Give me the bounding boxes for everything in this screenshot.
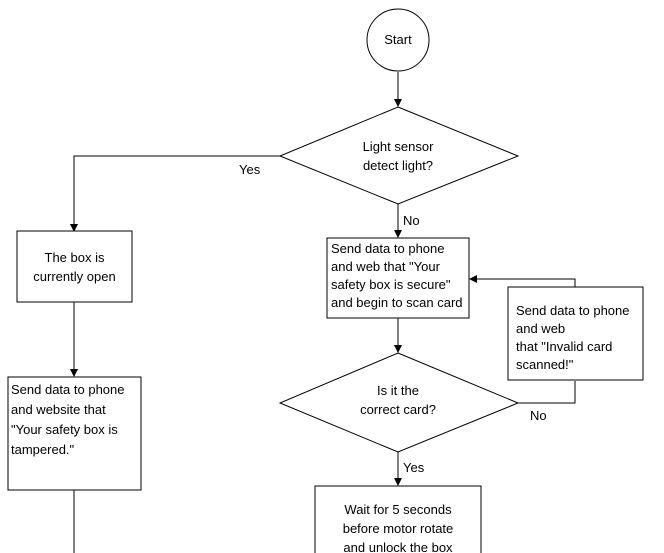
process-send-invalid: Send data to phone and web that "Invalid… [507, 286, 644, 381]
wait-unlock-line2: before motor rotate [343, 521, 454, 536]
process-wait-unlock: Wait for 5 seconds before motor rotate a… [314, 485, 482, 553]
send-invalid-line2: and web [516, 321, 565, 336]
process-send-tampered: Send data to phone and website that "You… [7, 376, 142, 491]
send-secure-line1: Send data to phone [331, 241, 445, 256]
box-open-line2: currently open [33, 269, 115, 284]
send-invalid-line4: scanned!" [516, 357, 574, 372]
wait-unlock-line3: and unlock the box [343, 540, 453, 553]
send-tampered-line4: tampered." [11, 442, 75, 457]
send-tampered-line1: Send data to phone [11, 382, 125, 397]
process-box-open: The box is currently open [16, 230, 133, 303]
decision-light-line1: Light sensor [363, 139, 434, 154]
edge-label-yes-card: Yes [403, 460, 425, 475]
send-secure-line4: and begin to scan card [331, 295, 463, 310]
decision-light-line2: detect light? [363, 158, 433, 173]
send-invalid-line1: Send data to phone [516, 303, 630, 318]
send-secure-line3: safety box is secure" [331, 277, 451, 292]
edge-label-no-card: No [530, 408, 547, 423]
send-tampered-line3: "Your safety box is [11, 422, 118, 437]
box-open-line1: The box is [45, 250, 105, 265]
decision-card-line2: correct card? [360, 402, 436, 417]
process-send-secure: Send data to phone and web that "Your sa… [326, 237, 470, 319]
decision-correct-card: Is it the correct card? [278, 352, 520, 453]
decision-light-sensor: Light sensor detect light? [278, 106, 520, 205]
wait-unlock-line1: Wait for 5 seconds [344, 502, 452, 517]
start-label: Start [384, 32, 412, 47]
edge-no-card-loop [518, 381, 576, 404]
edge-yes-to-box-open [70, 155, 280, 232]
start-node: Start [366, 8, 430, 72]
edge-label-no-light: No [403, 213, 420, 228]
connectors [70, 72, 576, 553]
send-secure-line2: and web that "Your [331, 259, 441, 274]
send-tampered-line2: and website that [11, 402, 106, 417]
edge-invalid-to-secure [469, 275, 576, 287]
decision-card-line1: Is it the [377, 383, 419, 398]
send-invalid-line3: that "Invalid card [516, 339, 612, 354]
edge-label-yes-light: Yes [239, 162, 261, 177]
